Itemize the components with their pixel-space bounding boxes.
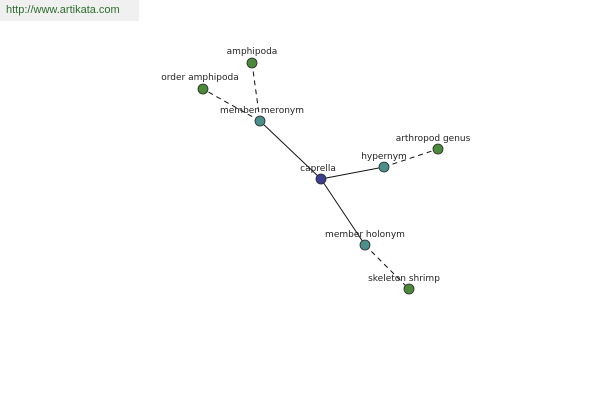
node-hypernym[interactable] [378,161,390,173]
edges-layer [202,62,439,290]
labels-layer: caprella member meronym hypernym member hol… [161,47,470,284]
node-label-caprella: caprella [300,164,336,174]
node-label-hypernym: hypernym [361,152,407,162]
edge-member-holonym-skeleton-shrimp [364,244,410,290]
watermark-url: http://www.artikata.com [0,0,139,21]
nodes-layer [197,57,444,295]
edge-caprella-hypernym [320,166,385,180]
edge-member-meronym-amphipoda [251,62,261,122]
node-caprella[interactable] [315,173,327,185]
node-member-meronym[interactable] [254,115,266,127]
edge-caprella-member-holonym [320,178,366,246]
node-skeleton-shrimp[interactable] [403,283,415,295]
edge-caprella-member-meronym [259,120,322,180]
node-label-skeleton-shrimp: skeleton shrimp [368,274,440,284]
node-label-member-meronym: member meronym [220,106,304,116]
node-label-arthropod-genus: arthropod genus [396,134,471,144]
edge-hypernym-arthropod-genus [383,148,439,168]
node-order-amphipoda[interactable] [197,83,209,95]
node-arthropod-genus[interactable] [432,143,444,155]
node-label-member-holonym: member holonym [325,230,405,240]
node-label-order-amphipoda: order amphipoda [161,73,239,83]
node-member-holonym[interactable] [359,239,371,251]
node-amphipoda[interactable] [246,57,258,69]
edge-member-meronym-order-amphipoda [202,88,261,122]
node-label-amphipoda: amphipoda [227,47,278,57]
